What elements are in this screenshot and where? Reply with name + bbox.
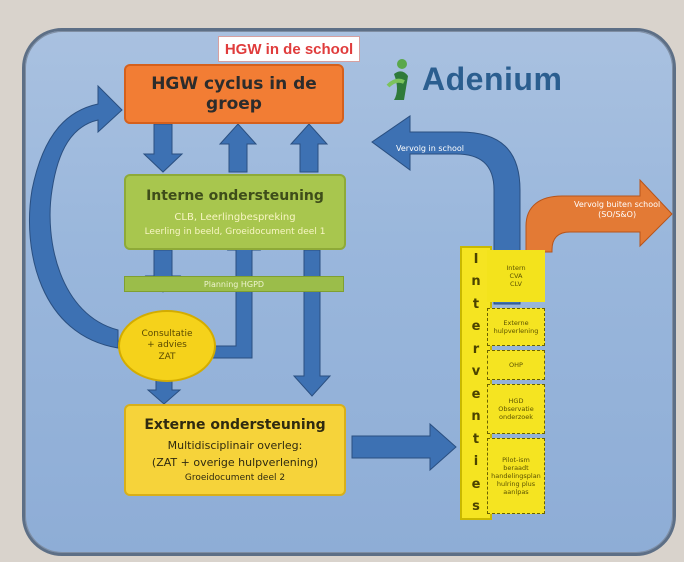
arrow-vervolg-school xyxy=(371,115,521,305)
slot-line: handelingsplan xyxy=(491,471,541,480)
intervention-slot: HGD Observatie onderzoek xyxy=(487,384,545,434)
internal-support-heading: Interne ondersteuning xyxy=(146,187,324,204)
figure-icon xyxy=(386,59,408,100)
arrow-vervolg-buiten xyxy=(525,178,673,253)
slot-line: CLV xyxy=(510,280,522,289)
external-support-box: Externe ondersteuning Multidisciplinair … xyxy=(124,404,346,496)
logo-text: Adenium xyxy=(422,60,563,97)
interventies-column: I n t e r v e n t i e s xyxy=(460,246,492,520)
interventies-letter: s xyxy=(472,499,480,515)
intervention-slot: Externe hulpverlening xyxy=(487,308,545,346)
interventies-letter: e xyxy=(471,319,481,335)
arrow-up-zat-intern xyxy=(211,231,262,359)
external-support-line1: Multidisciplinair overleg: xyxy=(167,439,303,452)
intervention-slot: Pilot-ism beraadt handelingsplan hulring… xyxy=(487,438,545,514)
zat-line1: Consultatie xyxy=(141,329,193,340)
internal-support-box: Interne ondersteuning CLB, Leerlingbespr… xyxy=(124,174,346,250)
adenium-logo: Adenium xyxy=(384,54,564,104)
internal-support-line2: Leerling in beeld, Groeidocument deel 1 xyxy=(144,226,326,237)
loop-arrow-left xyxy=(29,84,123,349)
arrow-right-extern-interventies xyxy=(351,422,457,472)
zat-line3: ZAT xyxy=(158,351,176,362)
interventies-letter: I xyxy=(473,251,479,267)
interventies-letter: e xyxy=(471,386,481,402)
diagram-title: HGW in de school xyxy=(218,36,360,62)
slot-line: HGD xyxy=(508,396,524,405)
interventies-letter: i xyxy=(473,454,479,470)
hgw-cycle-box: HGW cyclus in de groep xyxy=(124,64,344,124)
slot-line: aanlpas xyxy=(503,488,529,497)
slot-line: onderzoek xyxy=(498,413,534,422)
intervention-slots: Intern CVA CLV Externe hulpverlening OHP… xyxy=(487,244,547,518)
intervention-slot: Intern CVA CLV xyxy=(487,250,545,302)
planning-bar: Planning HGPD xyxy=(124,276,344,292)
arrow-label-vervolg-school: Vervolg in school xyxy=(396,144,465,153)
slot-line: OHP xyxy=(509,360,523,369)
slot-line: CVA xyxy=(509,271,523,280)
external-support-line3: Groeidocument deel 2 xyxy=(184,473,286,483)
internal-support-line1: CLB, Leerlingbespreking xyxy=(174,211,296,223)
arrow-down-hgw-intern xyxy=(142,123,184,173)
interventies-letter: e xyxy=(471,476,481,492)
vervolg-buiten-line2: (SO/S&O) xyxy=(598,210,637,220)
vervolg-buiten-line1: Vervolg buiten school xyxy=(574,200,661,209)
external-support-line2: (ZAT + overige hulpverlening) xyxy=(151,456,319,469)
slot-line: hulring plus xyxy=(496,480,536,489)
slot-line: Intern xyxy=(506,263,526,272)
interventies-letter: n xyxy=(471,274,481,290)
slot-line: Externe xyxy=(503,318,529,327)
planning-bar-label: Planning HGPD xyxy=(203,279,265,289)
interventies-letter: n xyxy=(471,409,481,425)
intervention-slot: OHP xyxy=(487,350,545,380)
interventies-letter: r xyxy=(472,341,480,357)
zat-line2: + advies xyxy=(147,340,187,351)
interventies-letter: t xyxy=(472,296,480,312)
hgw-cycle-label: HGW cyclus in de groep xyxy=(151,74,317,114)
slot-line: Pilot-ism xyxy=(502,455,530,464)
interventies-letter: v xyxy=(471,364,481,380)
interventies-letter: t xyxy=(472,431,480,447)
arrow-label-vervolg-buiten: Vervolg buiten school (SO/S&O) xyxy=(574,200,660,221)
external-support-heading: Externe ondersteuning xyxy=(144,417,326,433)
arrow-down-intern-extern xyxy=(292,249,332,397)
slot-line: Observatie xyxy=(498,404,534,413)
arrow-up-to-hgw-1 xyxy=(218,123,258,173)
slot-line: hulpverlening xyxy=(493,327,539,335)
zat-circle: Consultatie + advies ZAT xyxy=(118,310,216,382)
arrow-up-to-hgw-2 xyxy=(289,123,329,173)
slot-line: beraadt xyxy=(503,463,529,472)
